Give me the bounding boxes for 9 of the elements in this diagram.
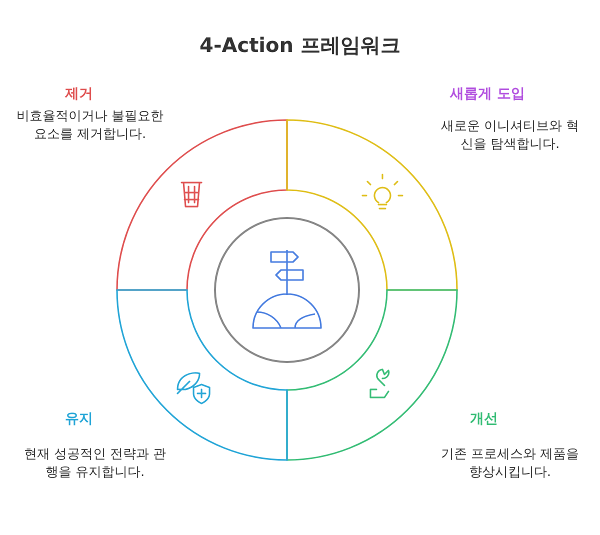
quadrant-heading: 유지 bbox=[65, 410, 93, 428]
quadrant-heading: 개선 bbox=[470, 410, 498, 428]
description-text: 새로운 이니셔티브와 혁신을 탐색합니다. bbox=[440, 118, 580, 154]
quadrant-heading: 제거 bbox=[65, 85, 93, 103]
description-text: 비효율적이거나 불필요한 요소를 제거합니다. bbox=[15, 108, 165, 144]
description-text: 기존 프로세스와 제품을 향상시킵니다. bbox=[440, 446, 580, 482]
diagram-title: 4-Action 프레임워크 bbox=[198, 32, 402, 59]
description-text: 현재 성공적인 전략과 관행을 유지합니다. bbox=[22, 446, 168, 482]
quadrant-heading: 새롭게 도입 bbox=[450, 85, 525, 103]
